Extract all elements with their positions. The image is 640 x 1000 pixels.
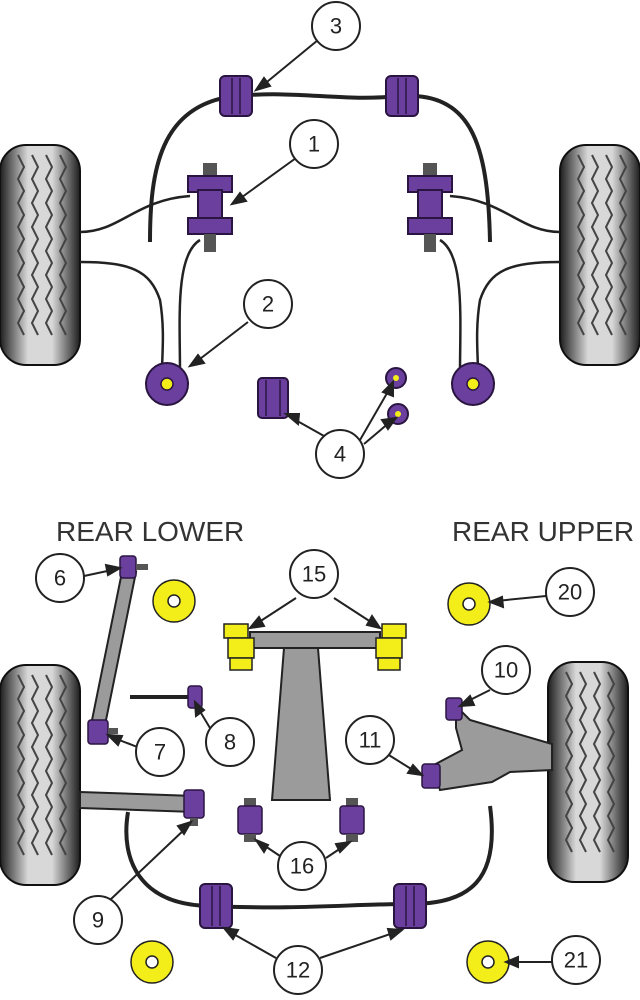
callout-12-label: 12 — [286, 958, 310, 983]
mount-bush-right — [407, 163, 453, 252]
callout-21-label: 21 — [564, 948, 588, 973]
callout-4-label: 4 — [334, 442, 346, 467]
link-bush-item-7 — [87, 719, 118, 745]
section-title-rear-lower: REAR LOWER — [56, 516, 244, 547]
callout-8-label: 8 — [224, 730, 236, 755]
callout-2-label: 2 — [262, 292, 274, 317]
callout-3-label: 3 — [330, 14, 342, 39]
tyre-bottom-left — [0, 664, 81, 886]
centre-bush-item-16-left — [237, 798, 263, 842]
anti-roll-bar-bottom — [124, 805, 494, 910]
callout-21: 21 — [551, 935, 601, 985]
tyre-top-right — [559, 144, 640, 366]
eye-bush-left — [145, 362, 189, 406]
callout-7-label: 7 — [154, 740, 166, 765]
yellow-bush-left-lower — [130, 940, 174, 984]
anti-roll-bar-bush-left — [219, 75, 253, 117]
callout-20: 20 — [545, 567, 595, 617]
mount-bush-left — [187, 163, 233, 252]
arm-bush-item-11 — [421, 763, 441, 789]
upper-arm — [430, 703, 553, 792]
centre-bush-item-16-right — [339, 798, 365, 842]
callout-1: 1 — [289, 119, 339, 169]
tyre-top-left — [0, 144, 81, 366]
anti-roll-bar-bush-item-12-right — [393, 883, 427, 929]
crossmember-bush-left — [223, 623, 255, 671]
eye-bush-right — [451, 362, 495, 406]
callout-10-label: 10 — [494, 658, 518, 683]
callout-7: 7 — [135, 727, 185, 777]
callout-6-label: 6 — [54, 566, 66, 591]
callout-1-label: 1 — [308, 132, 320, 157]
section-title-rear-upper: REAR UPPER — [452, 516, 634, 547]
callout-arrows-bottom — [83, 563, 552, 969]
callout-11-label: 11 — [359, 728, 382, 753]
subframe-top — [79, 194, 561, 373]
link-bush-item-4 — [257, 377, 289, 419]
anti-roll-bar-top — [148, 92, 492, 243]
callout-16: 16 — [277, 841, 327, 891]
crossmember-bush-right — [375, 623, 407, 671]
anti-roll-bar-bush-right — [385, 75, 419, 117]
callout-11: 11 — [345, 715, 395, 765]
tyre-bottom-right — [547, 661, 629, 883]
callout-9: 9 — [73, 895, 123, 945]
callout-4: 4 — [315, 429, 365, 479]
callout-15-label: 15 — [302, 562, 326, 587]
callout-15: 15 — [289, 549, 339, 599]
callout-6: 6 — [35, 553, 85, 603]
callout-9-label: 9 — [92, 908, 104, 933]
centre-member — [270, 647, 332, 801]
callout-10: 10 — [481, 645, 531, 695]
callout-3: 3 — [311, 1, 361, 51]
link-bush-item-6 — [119, 555, 148, 579]
arm-bush-item-9 — [183, 789, 205, 826]
yellow-bush-item-20 — [447, 582, 491, 626]
callout-arrows-top — [187, 39, 399, 445]
callout-8: 8 — [205, 717, 255, 767]
anti-roll-bar-bush-item-12-left — [199, 883, 233, 929]
trailing-link-arm — [88, 571, 138, 731]
callout-16-label: 16 — [290, 854, 314, 879]
yellow-bush-left-upper — [152, 579, 196, 623]
lower-arm — [79, 790, 195, 814]
callout-20-label: 20 — [558, 580, 582, 605]
callout-12: 12 — [273, 945, 323, 995]
yellow-bush-item-21 — [466, 940, 510, 984]
crossmember — [249, 631, 381, 649]
callout-2: 2 — [243, 279, 293, 329]
arm-bush-item-10 — [445, 697, 463, 721]
